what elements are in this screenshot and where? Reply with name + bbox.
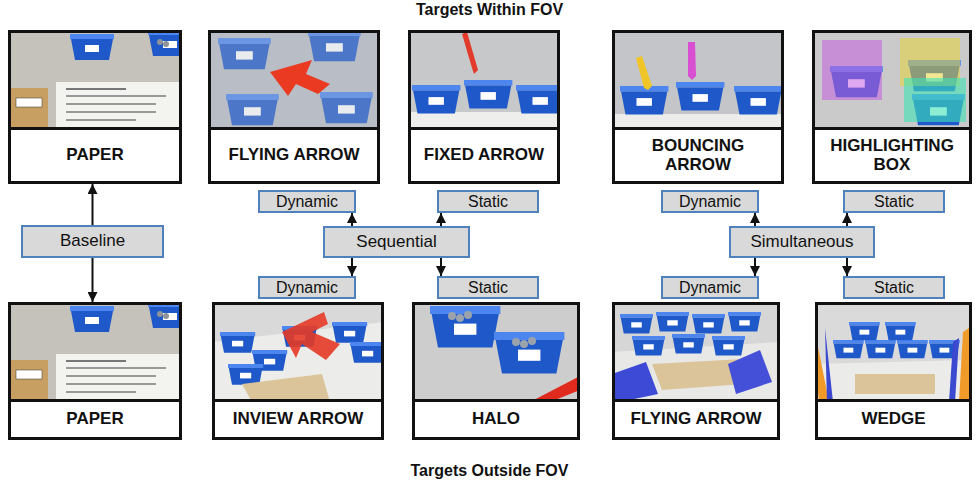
image-panel: WEDGE	[815, 302, 972, 440]
connector-arrow	[754, 213, 756, 226]
image-panel: HALO	[412, 302, 580, 440]
image-panel: PAPER	[8, 302, 182, 440]
image-panel: INVIEW ARROW	[212, 302, 384, 440]
image-panel: FIXED ARROW	[408, 30, 560, 184]
category-box: Dynamic	[258, 190, 356, 213]
category-label: Static	[874, 279, 914, 297]
label-bar: INVIEW ARROW	[215, 399, 381, 437]
caption: Targets Outside FOV	[0, 462, 979, 480]
connector-arrow	[754, 258, 756, 276]
panel-label: WEDGE	[861, 410, 925, 429]
image-panel: BOUNCING ARROW	[612, 30, 784, 184]
category-label: Static	[468, 193, 508, 211]
panel-label: INVIEW ARROW	[233, 410, 364, 429]
category-label: Dynamic	[679, 279, 741, 297]
panel-label: BOUNCING ARROW	[623, 137, 773, 174]
panel-label: FLYING ARROW	[631, 410, 762, 429]
category-box: Sequential	[323, 226, 470, 258]
connector-arrow	[440, 213, 442, 226]
category-box: Baseline	[21, 225, 164, 258]
halo-photo	[412, 302, 580, 402]
label-bar: FIXED ARROW	[411, 127, 557, 181]
category-label: Static	[468, 279, 508, 297]
category-label: Dynamic	[276, 193, 338, 211]
paper-photo	[8, 302, 192, 402]
wedge-photo	[815, 302, 972, 402]
category-box: Dynamic	[258, 276, 356, 299]
category-box: Static	[843, 190, 945, 213]
category-box: Static	[843, 276, 945, 299]
category-label: Baseline	[60, 232, 125, 251]
category-label: Simultaneous	[750, 233, 853, 252]
panel-label: HALO	[472, 410, 520, 429]
connector-arrow	[92, 184, 94, 225]
connector-arrow	[351, 258, 353, 276]
panel-label: HIGHLIGHTING BOX	[823, 137, 961, 174]
label-bar: FLYING ARROW	[615, 399, 777, 437]
category-label: Dynamic	[679, 193, 741, 211]
category-box: Dynamic	[661, 190, 759, 213]
connector-arrow	[846, 213, 848, 226]
category-box: Static	[437, 276, 539, 299]
connector-arrow	[92, 258, 94, 302]
panel-label: PAPER	[66, 146, 123, 165]
heading: Targets Within FOV	[0, 1, 979, 19]
label-bar: PAPER	[11, 399, 179, 437]
panel-label: FIXED ARROW	[424, 146, 544, 165]
flying-arrow-photo	[612, 302, 780, 402]
paper-photo	[8, 30, 192, 128]
image-panel: PAPER	[8, 30, 182, 184]
fixed-arrow-photo	[408, 30, 564, 128]
label-bar: FLYING ARROW	[211, 127, 377, 181]
connector-arrow	[440, 258, 442, 276]
bouncing-arrow-photo	[612, 30, 784, 128]
label-bar: WEDGE	[818, 399, 969, 437]
inview-arrow-photo	[212, 302, 385, 402]
category-label: Sequential	[356, 233, 436, 252]
category-label: Dynamic	[276, 279, 338, 297]
label-bar: HALO	[415, 399, 577, 437]
label-bar: HIGHLIGHTING BOX	[815, 127, 969, 181]
category-box: Dynamic	[661, 276, 759, 299]
highlighting-box-photo	[812, 30, 972, 128]
category-box: Static	[437, 190, 539, 213]
image-panel: FLYING ARROW	[208, 30, 380, 184]
category-box: Simultaneous	[729, 226, 875, 258]
connector-arrow	[351, 213, 353, 226]
label-bar: PAPER	[11, 127, 179, 181]
flying-arrow-photo	[208, 30, 380, 128]
image-panel: FLYING ARROW	[612, 302, 780, 440]
connector-arrow	[846, 258, 848, 276]
label-bar: BOUNCING ARROW	[615, 127, 781, 181]
category-label: Static	[874, 193, 914, 211]
panel-label: FLYING ARROW	[229, 146, 360, 165]
image-panel: HIGHLIGHTING BOX	[812, 30, 972, 184]
panel-label: PAPER	[66, 410, 123, 429]
